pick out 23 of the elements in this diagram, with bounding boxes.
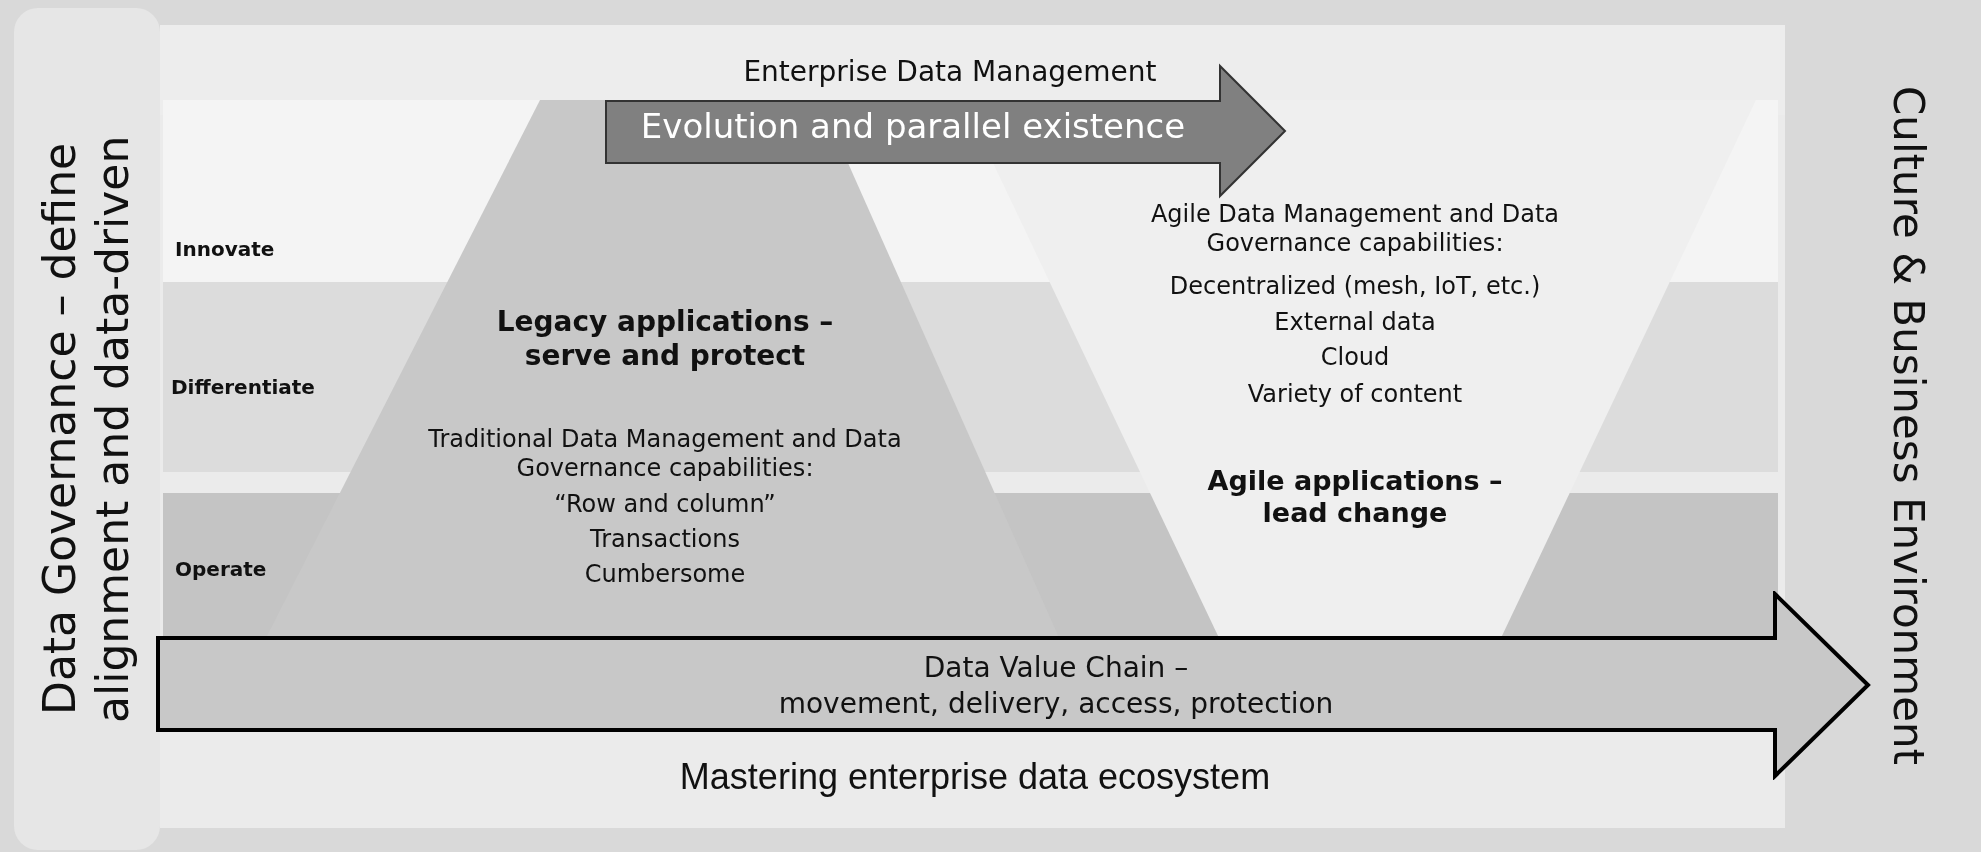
block-arrow: [605, 63, 1287, 199]
list-item: “Row and column”: [553, 490, 777, 519]
list-item: External data: [1273, 308, 1437, 337]
caption-text: Mastering enterprise data ecosystem: [678, 755, 1272, 799]
heading: Legacy applications – serve and protect: [495, 305, 835, 373]
body-text: Traditional Data Management and Data Governance capabilities:: [427, 425, 903, 483]
band-label: Innovate: [175, 237, 276, 261]
arrow-label: movement, delivery, access, protection: [777, 687, 1335, 721]
edge-label: Evolution and parallel existence: [639, 106, 1187, 147]
list-item: Cumbersome: [583, 560, 747, 589]
arrow-label: Data Value Chain –: [922, 651, 1190, 685]
list-item: Variety of content: [1246, 380, 1464, 409]
band-title: Enterprise Data Management: [742, 55, 1158, 89]
panel-title: Culture & Business Environment: [1883, 85, 1934, 768]
list-item: Cloud: [1319, 343, 1391, 372]
band-label: Differentiate: [171, 375, 316, 399]
body-text: Agile Data Management and Data Governance capabilities:: [1149, 200, 1561, 258]
list-item: Decentralized (mesh, IoT, etc.): [1168, 272, 1542, 301]
list-item: Transactions: [589, 525, 741, 554]
heading: Agile applications – lead change: [1206, 465, 1504, 530]
panel-title: Data Governance – define alignment and data-driven: [34, 134, 139, 725]
side-panel: [14, 8, 160, 850]
band-label: Operate: [175, 557, 268, 581]
